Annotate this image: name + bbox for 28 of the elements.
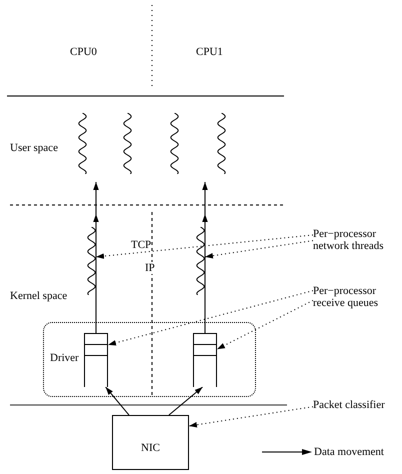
- leader-line: [96, 234, 314, 259]
- text-label: IP: [145, 262, 155, 274]
- text-label: CPU0: [70, 46, 97, 58]
- arrow: [168, 386, 204, 416]
- arrow: [105, 386, 130, 416]
- thread-wave: [78, 113, 87, 174]
- nic-box: [112, 415, 189, 470]
- driver-group-box: [43, 322, 256, 397]
- text-label: Kernel space: [10, 290, 68, 302]
- text-label: User space: [10, 142, 58, 154]
- leader-line: [188, 406, 314, 428]
- thread-wave: [196, 227, 205, 295]
- driver-label: Driver: [50, 352, 79, 364]
- leader-line: [216, 300, 314, 350]
- nic-label: NIC: [141, 442, 160, 454]
- thread-wave: [123, 113, 132, 174]
- queue-box: [84, 333, 108, 387]
- thread-wave: [217, 113, 226, 174]
- queue-box: [193, 333, 217, 387]
- text-label: TCP: [131, 239, 152, 251]
- legend-text: Data movement: [314, 446, 384, 458]
- arrow: [202, 182, 208, 334]
- thread-wave: [170, 113, 179, 174]
- text-label: CPU1: [196, 46, 223, 58]
- leader-line: [204, 240, 314, 258]
- thread-wave: [87, 227, 96, 295]
- arrow: [93, 182, 99, 334]
- leader-line: [108, 290, 314, 346]
